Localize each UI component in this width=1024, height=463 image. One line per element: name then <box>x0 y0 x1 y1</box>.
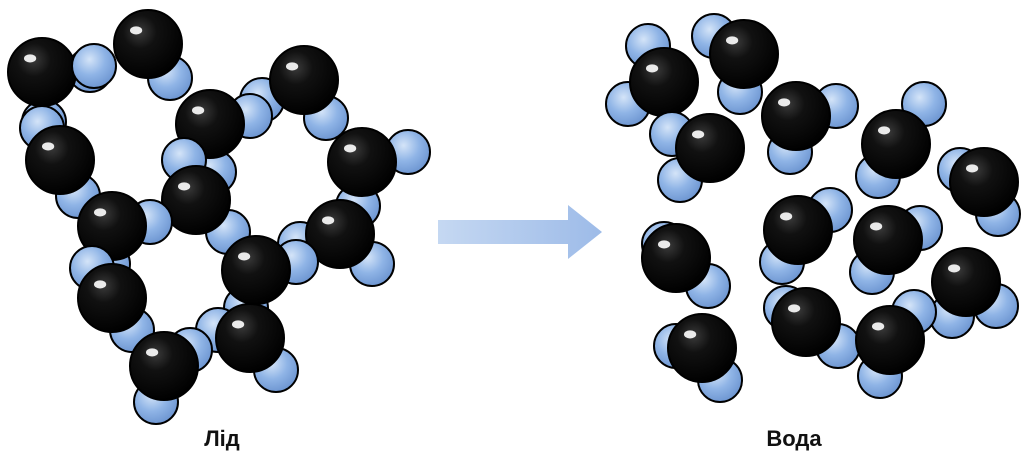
oxygen-atom <box>216 304 284 372</box>
oxygen-atom <box>78 264 146 332</box>
oxygen-atom <box>130 332 198 400</box>
highlight <box>130 26 142 34</box>
highlight <box>192 106 204 114</box>
oxygen-atom <box>630 48 698 116</box>
water-label: Вода <box>694 426 894 452</box>
highlight <box>726 36 738 44</box>
water-molecule <box>856 82 946 198</box>
water-molecule <box>930 248 1018 338</box>
water-molecule <box>938 148 1020 236</box>
water-molecule <box>70 246 154 352</box>
highlight <box>94 280 106 288</box>
oxygen-atom <box>854 206 922 274</box>
water-molecule <box>606 24 698 126</box>
water-molecule <box>650 112 744 202</box>
hydrogen-atom <box>72 44 116 88</box>
ice-label: Лід <box>122 426 322 452</box>
highlight <box>948 264 960 272</box>
highlight <box>966 164 978 172</box>
oxygen-atom <box>862 110 930 178</box>
oxygen-atom <box>772 288 840 356</box>
highlight <box>780 212 792 220</box>
water-molecule <box>130 328 212 424</box>
water-molecule <box>856 290 936 398</box>
oxygen-atom <box>710 20 778 88</box>
oxygen-atom <box>328 128 396 196</box>
oxygen-atom <box>642 224 710 292</box>
highlight <box>286 62 298 70</box>
oxygen-atom <box>8 38 76 106</box>
oxygen-atom <box>26 126 94 194</box>
oxygen-atom <box>114 10 182 78</box>
highlight <box>344 144 356 152</box>
highlight <box>878 126 890 134</box>
oxygen-atom <box>676 114 744 182</box>
highlight <box>42 142 54 150</box>
highlight <box>94 208 106 216</box>
highlight <box>658 240 670 248</box>
highlight <box>778 98 790 106</box>
highlight <box>232 320 244 328</box>
oxygen-atom <box>668 314 736 382</box>
highlight <box>238 252 250 260</box>
water-molecule <box>162 138 250 254</box>
highlight <box>24 54 36 62</box>
highlight <box>872 322 884 330</box>
oxygen-atom <box>764 196 832 264</box>
oxygen-atom <box>856 306 924 374</box>
ice-molecule-lattice <box>8 10 430 424</box>
water-molecule <box>654 314 742 402</box>
highlight <box>646 64 658 72</box>
oxygen-atom <box>270 46 338 114</box>
right-arrow-icon <box>438 205 602 259</box>
highlight <box>322 216 334 224</box>
highlight <box>178 182 190 190</box>
water-molecule <box>642 222 730 308</box>
oxygen-atom <box>222 236 290 304</box>
water-molecule <box>850 206 942 294</box>
oxygen-atom <box>762 82 830 150</box>
highlight <box>788 304 800 312</box>
oxygen-atom <box>950 148 1018 216</box>
highlight <box>692 130 704 138</box>
water-molecule <box>762 82 858 174</box>
highlight <box>146 348 158 356</box>
water-molecule <box>692 14 778 114</box>
water-molecule <box>72 10 192 100</box>
water-molecule <box>764 286 860 368</box>
oxygen-atom <box>932 248 1000 316</box>
water-molecule-cluster <box>606 14 1020 402</box>
water-molecule <box>760 188 852 284</box>
highlight <box>870 222 882 230</box>
highlight <box>684 330 696 338</box>
